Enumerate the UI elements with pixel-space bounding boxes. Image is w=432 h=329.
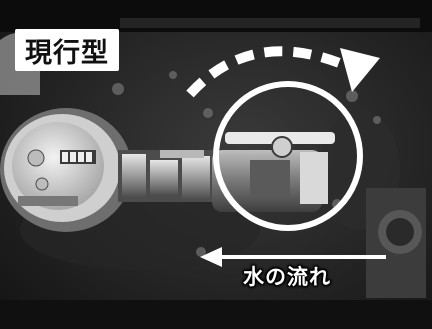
dashed-curved-arrow-icon [186, 46, 380, 98]
water-flow-caption: 水の流れ [243, 265, 331, 289]
water-meter [0, 108, 132, 232]
box-holes [112, 71, 381, 257]
floor-shadow [0, 300, 432, 329]
label-box: 現行型 [15, 29, 119, 71]
flow-arrow-left-icon [200, 247, 386, 267]
pipe-connector [118, 150, 218, 202]
ball-valve [212, 132, 335, 212]
label-text: 現行型 [25, 37, 109, 69]
right-fitting [366, 188, 426, 298]
highlight-circle-icon [213, 81, 363, 231]
